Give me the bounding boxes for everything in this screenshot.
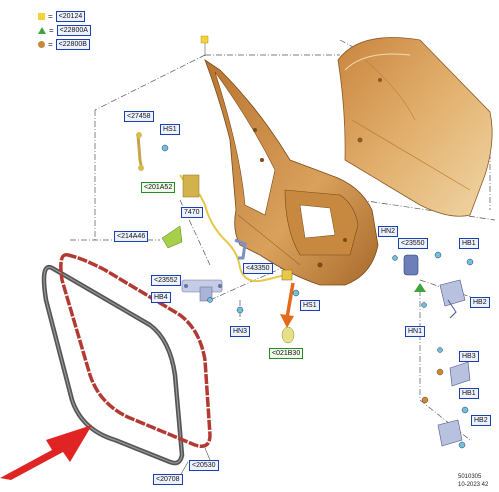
legend-code-20124[interactable]: <20124	[55, 11, 86, 22]
label-hn2[interactable]: HN2	[378, 226, 399, 237]
screw-hb4	[207, 297, 213, 303]
red-arrow	[0, 425, 92, 480]
screw-hs1-mid	[292, 289, 300, 297]
label-23552[interactable]: <23552	[151, 275, 181, 286]
label-hs1-top[interactable]: HS1	[160, 124, 180, 135]
label-021b30[interactable]: <021B30	[269, 348, 304, 359]
label-201a52[interactable]: <201A52	[141, 182, 176, 193]
legend-row-1: = <20124	[38, 11, 86, 22]
label-hb1-top[interactable]: HB1	[459, 238, 479, 249]
label-hb3[interactable]: HB3	[459, 351, 479, 362]
legend-equals: =	[48, 40, 53, 49]
label-hb2-top[interactable]: HB2	[470, 297, 490, 308]
handle-bracket	[181, 279, 223, 302]
yellow-square-icon	[38, 13, 45, 20]
label-hb2-bottom[interactable]: HB2	[471, 415, 491, 426]
foam-pad	[161, 225, 183, 249]
label-7470[interactable]: 7470	[181, 207, 203, 218]
door-seal-outer	[41, 265, 185, 466]
legend-row-2: = <22800A	[38, 25, 91, 36]
orange-arrow	[280, 282, 295, 328]
label-23550[interactable]: <23550	[398, 238, 428, 249]
legend-code-22800a[interactable]: <22800A	[56, 25, 91, 36]
legend-equals: =	[49, 26, 54, 35]
label-214a46[interactable]: <214A46	[114, 231, 149, 242]
wire-harness	[179, 174, 293, 283]
label-hs1-mid[interactable]: HS1	[300, 300, 320, 311]
legend-row-3: = <22800B	[38, 39, 90, 50]
label-hb4[interactable]: HB4	[151, 292, 171, 303]
label-hn3[interactable]: HN3	[230, 326, 251, 337]
green-triangle-icon	[38, 27, 46, 34]
label-27458[interactable]: <27458	[124, 111, 154, 122]
screw-hn3	[236, 306, 244, 314]
plug-021b30	[281, 326, 295, 344]
label-hn1[interactable]: HN1	[405, 326, 426, 337]
door-outer-skin	[337, 37, 493, 217]
footer-date: 10-2023 42	[458, 482, 489, 488]
door-inner-frame	[204, 58, 379, 286]
label-hb1-bottom[interactable]: HB1	[459, 388, 479, 399]
door-check-strap	[136, 132, 144, 171]
green-marker-hs1	[161, 144, 169, 152]
label-43350[interactable]: <43350	[243, 263, 273, 274]
latch-rod	[234, 238, 247, 260]
label-20530[interactable]: <20530	[189, 460, 219, 471]
footer-code: 5010305	[458, 474, 482, 480]
door-seal-inner	[59, 252, 212, 448]
orange-circle-icon	[38, 41, 45, 48]
legend-code-22800b[interactable]: <22800B	[55, 39, 90, 50]
legend-equals: =	[48, 12, 53, 21]
yellow-square-marker	[200, 35, 209, 44]
green-triangle-marker	[414, 283, 426, 292]
label-20708[interactable]: <20708	[153, 474, 183, 485]
hinge-parts	[392, 251, 474, 449]
